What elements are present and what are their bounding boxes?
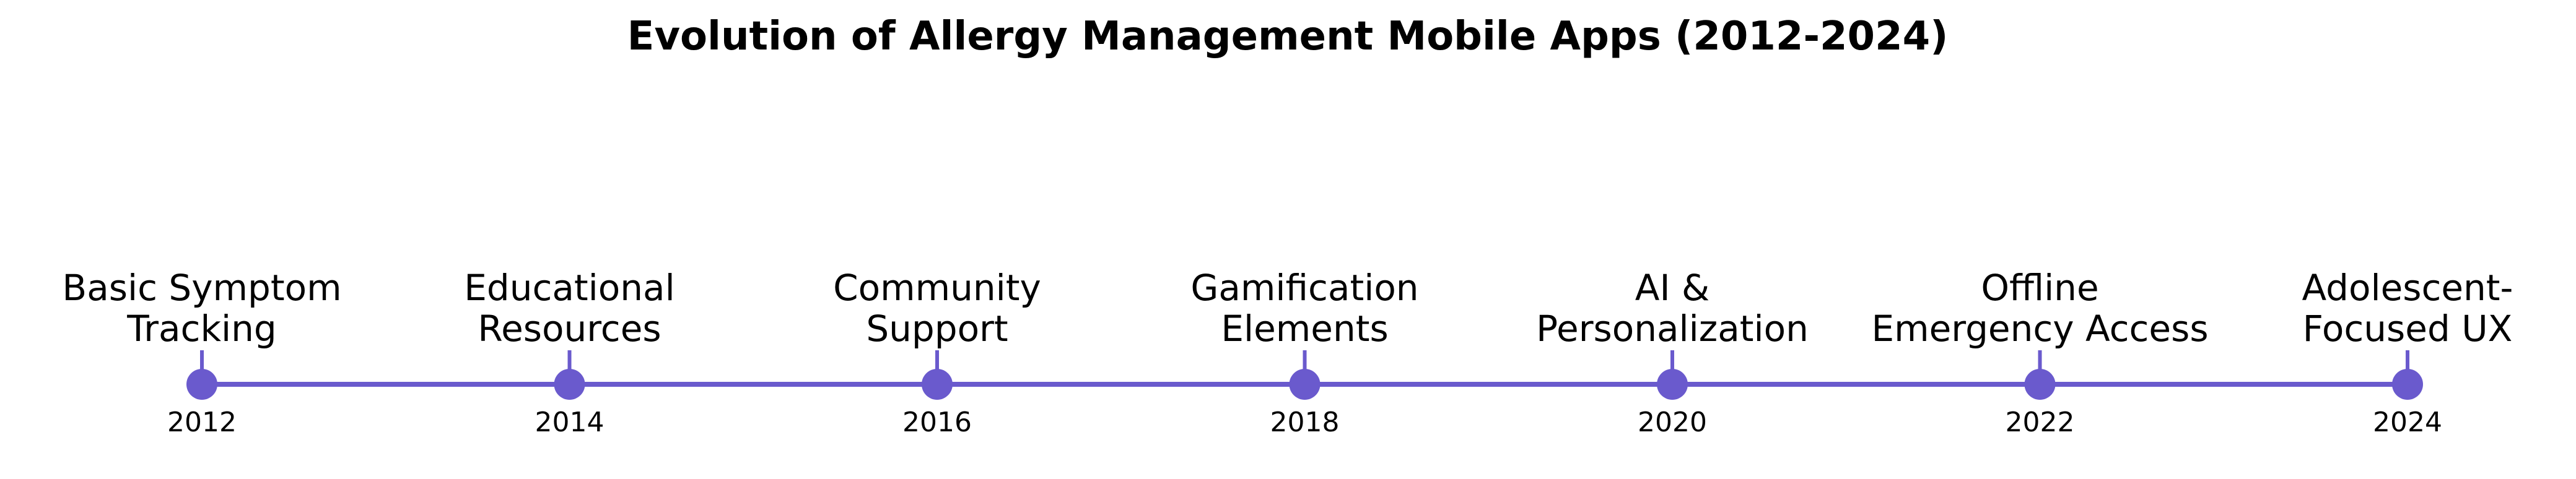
event-marker <box>1657 369 1688 400</box>
year-label: 2012 <box>167 407 237 438</box>
year-label: 2014 <box>535 407 605 438</box>
event-label: AI &Personalization <box>1536 267 1809 350</box>
chart-title: Evolution of Allergy Management Mobile A… <box>627 14 1949 59</box>
year-label: 2024 <box>2373 407 2442 438</box>
event-label-line: Offline <box>1981 267 2098 309</box>
event-marker <box>2392 369 2423 400</box>
event-label-line: AI & <box>1635 267 1709 309</box>
event-label-line: Adolescent- <box>2302 267 2513 309</box>
event-label-line: Focused UX <box>2303 308 2513 350</box>
event-label-line: Resources <box>478 308 661 350</box>
year-label: 2020 <box>1638 407 1707 438</box>
event-marker <box>186 369 217 400</box>
event-label-line: Gamification <box>1190 267 1418 309</box>
timeline-event: Adolescent-Focused UX 2024 <box>2302 267 2513 438</box>
event-marker <box>922 369 953 400</box>
event-label-line: Basic Symptom <box>62 267 341 309</box>
event-marker <box>2024 369 2056 400</box>
event-label-line: Emergency Access <box>1871 308 2208 350</box>
event-label: Adolescent-Focused UX <box>2302 267 2513 350</box>
event-marker <box>554 369 585 400</box>
year-label: 2016 <box>902 407 972 438</box>
event-label-line: Elements <box>1221 308 1388 350</box>
event-label-line: Community <box>833 267 1041 309</box>
event-marker <box>1289 369 1321 400</box>
timeline-event: AI &Personalization 2020 <box>1536 267 1809 438</box>
event-label-line: Support <box>866 308 1008 350</box>
event-label-line: Educational <box>464 267 675 309</box>
year-label: 2018 <box>1270 407 1340 438</box>
event-label-line: Tracking <box>126 308 276 350</box>
event-label-line: Personalization <box>1536 308 1809 350</box>
year-label: 2022 <box>2006 407 2075 438</box>
